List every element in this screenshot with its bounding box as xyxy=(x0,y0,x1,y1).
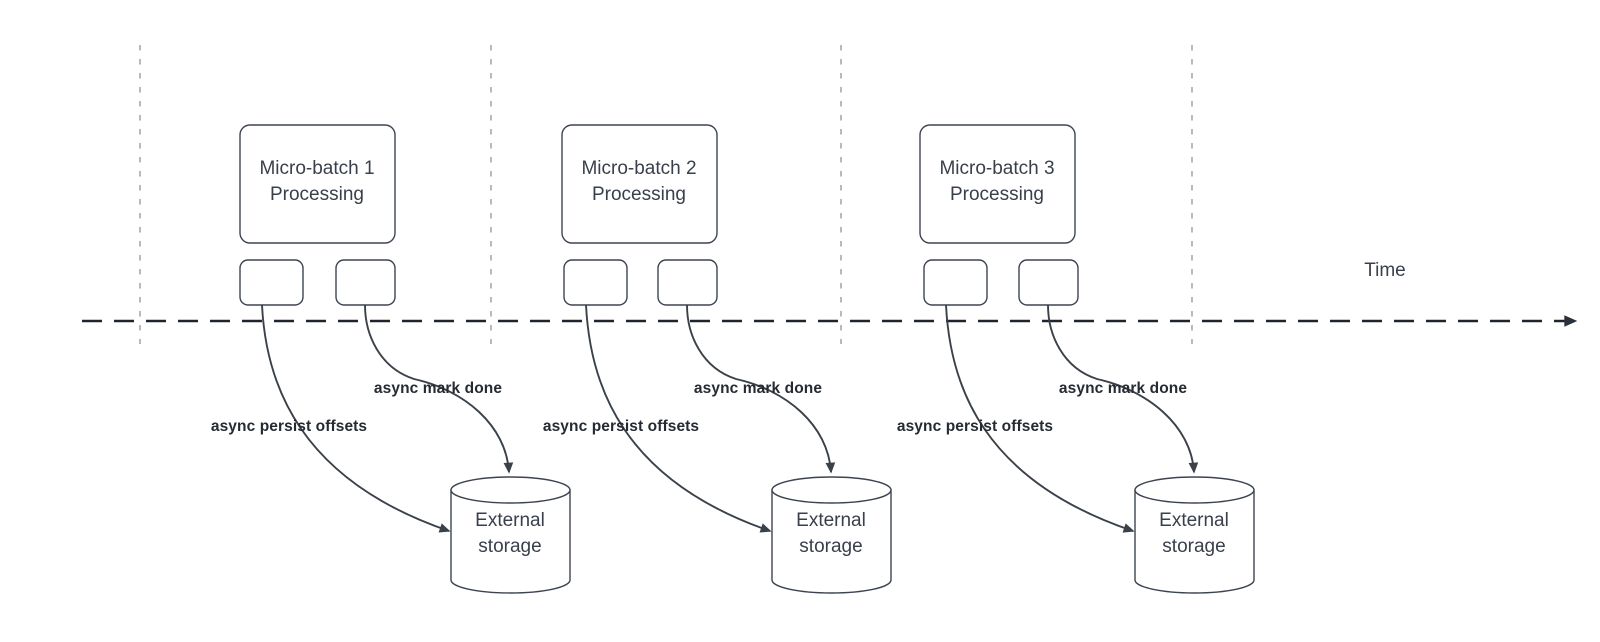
microbatch-3-title-line2: Processing xyxy=(949,184,1044,205)
microbatch-1-title-line2: Processing xyxy=(269,184,364,205)
time-axis-label: Time xyxy=(1364,260,1406,281)
microbatch-1-offset-commit-box xyxy=(239,259,304,306)
async-mark-done-arrow-3 xyxy=(1047,304,1199,474)
external-storage-3-cylinder-top xyxy=(1134,476,1255,504)
async-mark-done-arrow-2 xyxy=(686,304,836,474)
async-mark-done-label-3: async mark done xyxy=(1058,380,1188,397)
async-persist-offsets-arrow-2 xyxy=(585,304,772,533)
async-persist-offsets-arrow-1 xyxy=(261,304,451,533)
microbatch-1-done-commit-box xyxy=(335,259,396,306)
microbatch-2-title-line1: Micro-batch 2 xyxy=(581,158,697,179)
external-storage-3-line1: External xyxy=(1159,510,1229,531)
microbatch-3-box xyxy=(919,124,1076,244)
external-storage-1-line1: External xyxy=(475,510,545,531)
external-storage-1-label: External storage xyxy=(475,508,545,560)
external-storage-3-label: External storage xyxy=(1159,508,1229,560)
microbatch-3-done-commit-box xyxy=(1018,259,1079,306)
microbatch-2-done-commit-box xyxy=(657,259,718,306)
microbatch-2-title-line2: Processing xyxy=(591,184,686,205)
external-storage-1-cylinder-top xyxy=(450,476,571,504)
microbatch-3-offset-commit-box xyxy=(923,259,988,306)
external-storage-2-line1: External xyxy=(796,510,866,531)
async-mark-done-arrow-1 xyxy=(364,304,514,474)
external-storage-2-cylinder-top xyxy=(771,476,892,504)
microbatch-2-offset-commit-box xyxy=(563,259,628,306)
microbatch-3-title: Micro-batch 3 Processing xyxy=(939,156,1054,208)
async-mark-done-label-1: async mark done xyxy=(373,380,503,397)
external-storage-2-label: External storage xyxy=(796,508,866,560)
external-storage-1-line2: storage xyxy=(478,536,542,557)
microbatch-2-title: Micro-batch 2 Processing xyxy=(581,156,696,208)
async-mark-done-label-2: async mark done xyxy=(693,380,823,397)
external-storage-2-cylinder-body xyxy=(771,489,892,594)
async-persist-offsets-label-3: async persist offsets xyxy=(896,418,1054,435)
external-storage-3-cylinder-body xyxy=(1134,489,1255,594)
microbatch-2-box xyxy=(561,124,718,244)
async-persist-offsets-label-2: async persist offsets xyxy=(542,418,700,435)
microbatch-3-title-line1: Micro-batch 3 xyxy=(939,158,1055,179)
external-storage-1-cylinder-body xyxy=(450,489,571,594)
external-storage-2-line2: storage xyxy=(799,536,863,557)
external-storage-3-line2: storage xyxy=(1162,536,1226,557)
microbatch-1-title: Micro-batch 1 Processing xyxy=(259,156,374,208)
microbatch-1-title-line1: Micro-batch 1 xyxy=(259,158,375,179)
async-persist-offsets-label-1: async persist offsets xyxy=(210,418,368,435)
async-persist-offsets-arrow-3 xyxy=(945,304,1135,533)
microbatch-1-box xyxy=(239,124,396,244)
